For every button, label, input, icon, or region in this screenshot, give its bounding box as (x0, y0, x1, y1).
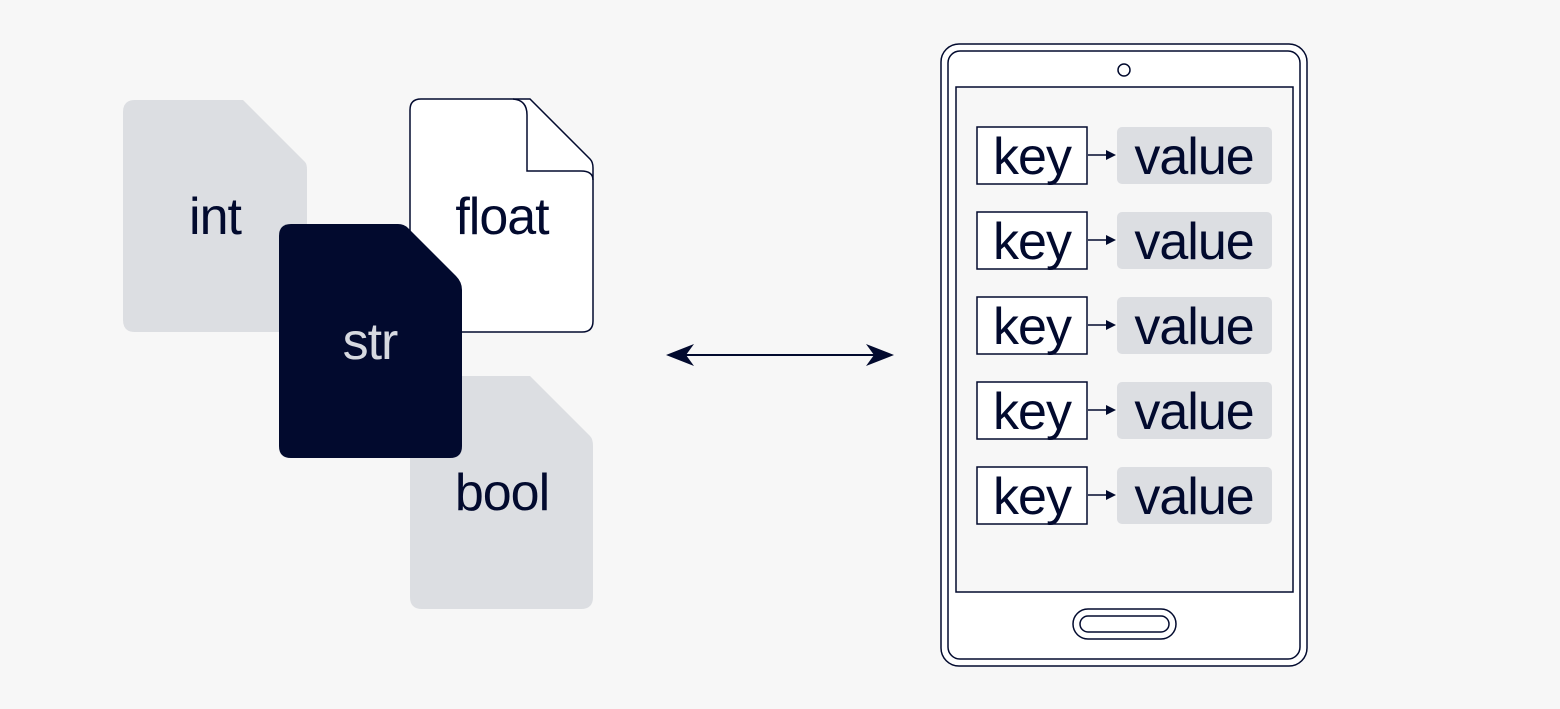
key-label: key (993, 468, 1072, 526)
phone-home-button-outer (1072, 608, 1177, 640)
file-float-label: float (455, 188, 550, 246)
kv-row: key value (976, 381, 1272, 441)
phone-inner-frame (947, 50, 1301, 660)
arrow-head-right (866, 344, 894, 366)
kv-arrow-head (1106, 405, 1116, 415)
key-box (976, 211, 1088, 270)
file-str: str (279, 224, 462, 458)
file-bool-label: bool (455, 464, 549, 522)
key-label: key (993, 128, 1072, 186)
key-box (976, 296, 1088, 355)
file-str-shape (279, 224, 462, 458)
key-label: key (993, 383, 1072, 441)
file-float: float (409, 98, 594, 333)
file-int-shape (123, 100, 307, 332)
arrow-head-left (666, 344, 694, 366)
phone-home-button-inner (1079, 615, 1170, 633)
bidirectional-arrow (666, 344, 894, 366)
value-label: value (1134, 213, 1253, 271)
value-label: value (1134, 128, 1253, 186)
kv-arrow-head (1106, 490, 1116, 500)
value-label: value (1134, 298, 1253, 356)
phone-camera-icon (1117, 63, 1131, 77)
value-label: value (1134, 383, 1253, 441)
file-int: int (123, 100, 307, 332)
file-int-label: int (189, 188, 242, 246)
key-box (976, 126, 1088, 185)
kv-arrow-head (1106, 320, 1116, 330)
kv-row: key value (976, 296, 1272, 356)
value-box (1117, 382, 1272, 439)
key-box (976, 466, 1088, 525)
kv-arrow-head (1106, 235, 1116, 245)
value-box (1117, 297, 1272, 354)
kv-row: key value (976, 211, 1272, 271)
value-box (1117, 467, 1272, 524)
key-box (976, 381, 1088, 440)
kv-arrow-head (1106, 150, 1116, 160)
value-label: value (1134, 468, 1253, 526)
file-float-fold (512, 98, 594, 181)
key-label: key (993, 298, 1072, 356)
kv-row: key value (976, 466, 1272, 526)
key-label: key (993, 213, 1072, 271)
file-str-label: str (343, 313, 398, 371)
kv-row: key value (976, 126, 1272, 186)
value-box (1117, 127, 1272, 184)
value-box (1117, 212, 1272, 269)
